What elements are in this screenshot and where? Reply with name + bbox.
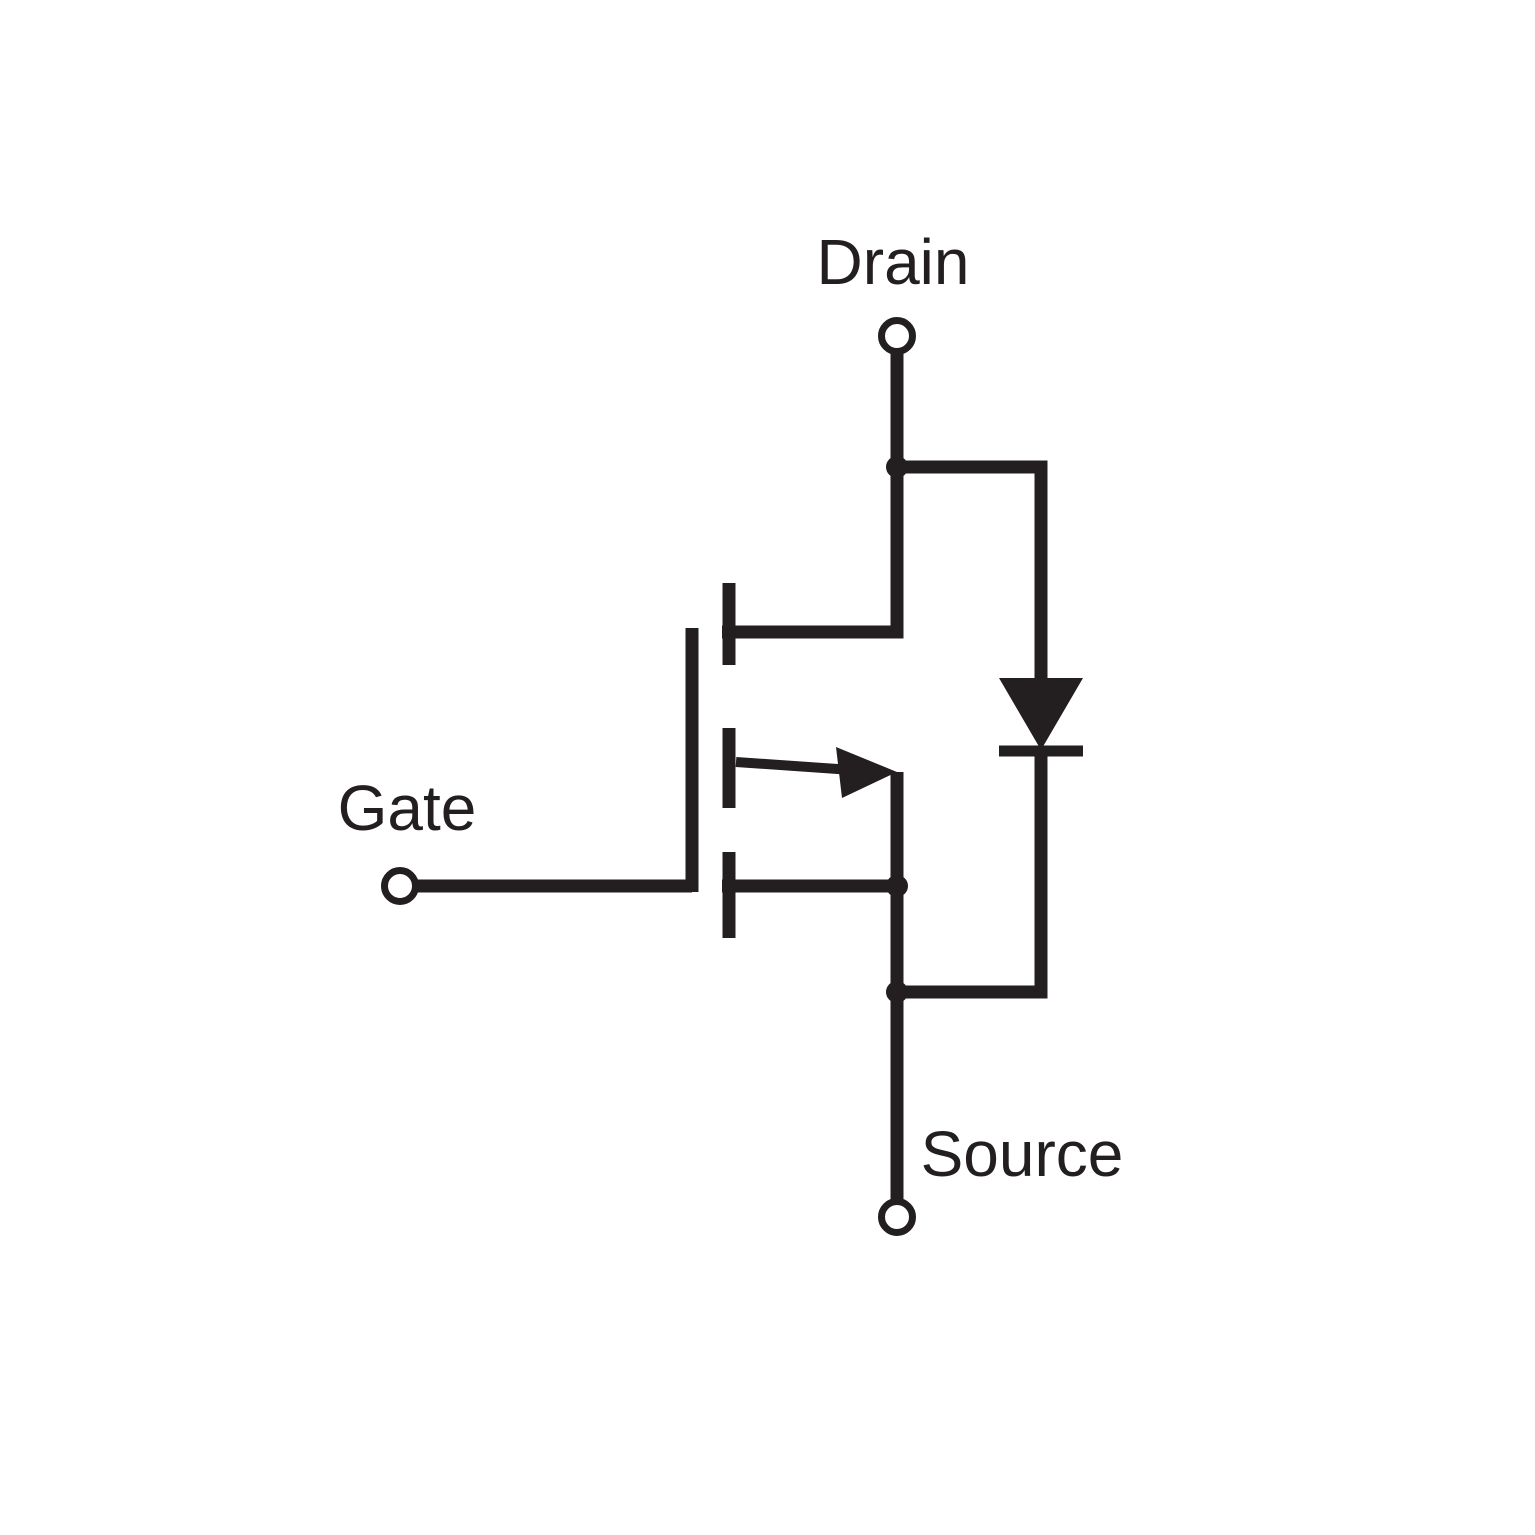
body-arrow-icon [735, 747, 897, 798]
junction-dot-source [886, 981, 908, 1003]
diode-anode-triangle [999, 678, 1083, 750]
body-arrow-head [836, 747, 897, 798]
wire-drain-to-channel [722, 352, 904, 639]
body-diode-icon [999, 678, 1083, 757]
source-label: Source [921, 1118, 1124, 1190]
junction-dot-body [886, 875, 908, 897]
drain-terminal [878, 317, 916, 355]
wire-diode-source-branch [897, 748, 1048, 999]
drain-label: Drain [817, 226, 970, 298]
gate-label: Gate [338, 772, 477, 844]
source-terminal [878, 1198, 916, 1236]
gate-terminal [381, 867, 419, 905]
junction-dot-drain [886, 456, 908, 478]
body-arrow-line [735, 757, 853, 775]
wire-drain-diode-branch [897, 460, 1048, 684]
